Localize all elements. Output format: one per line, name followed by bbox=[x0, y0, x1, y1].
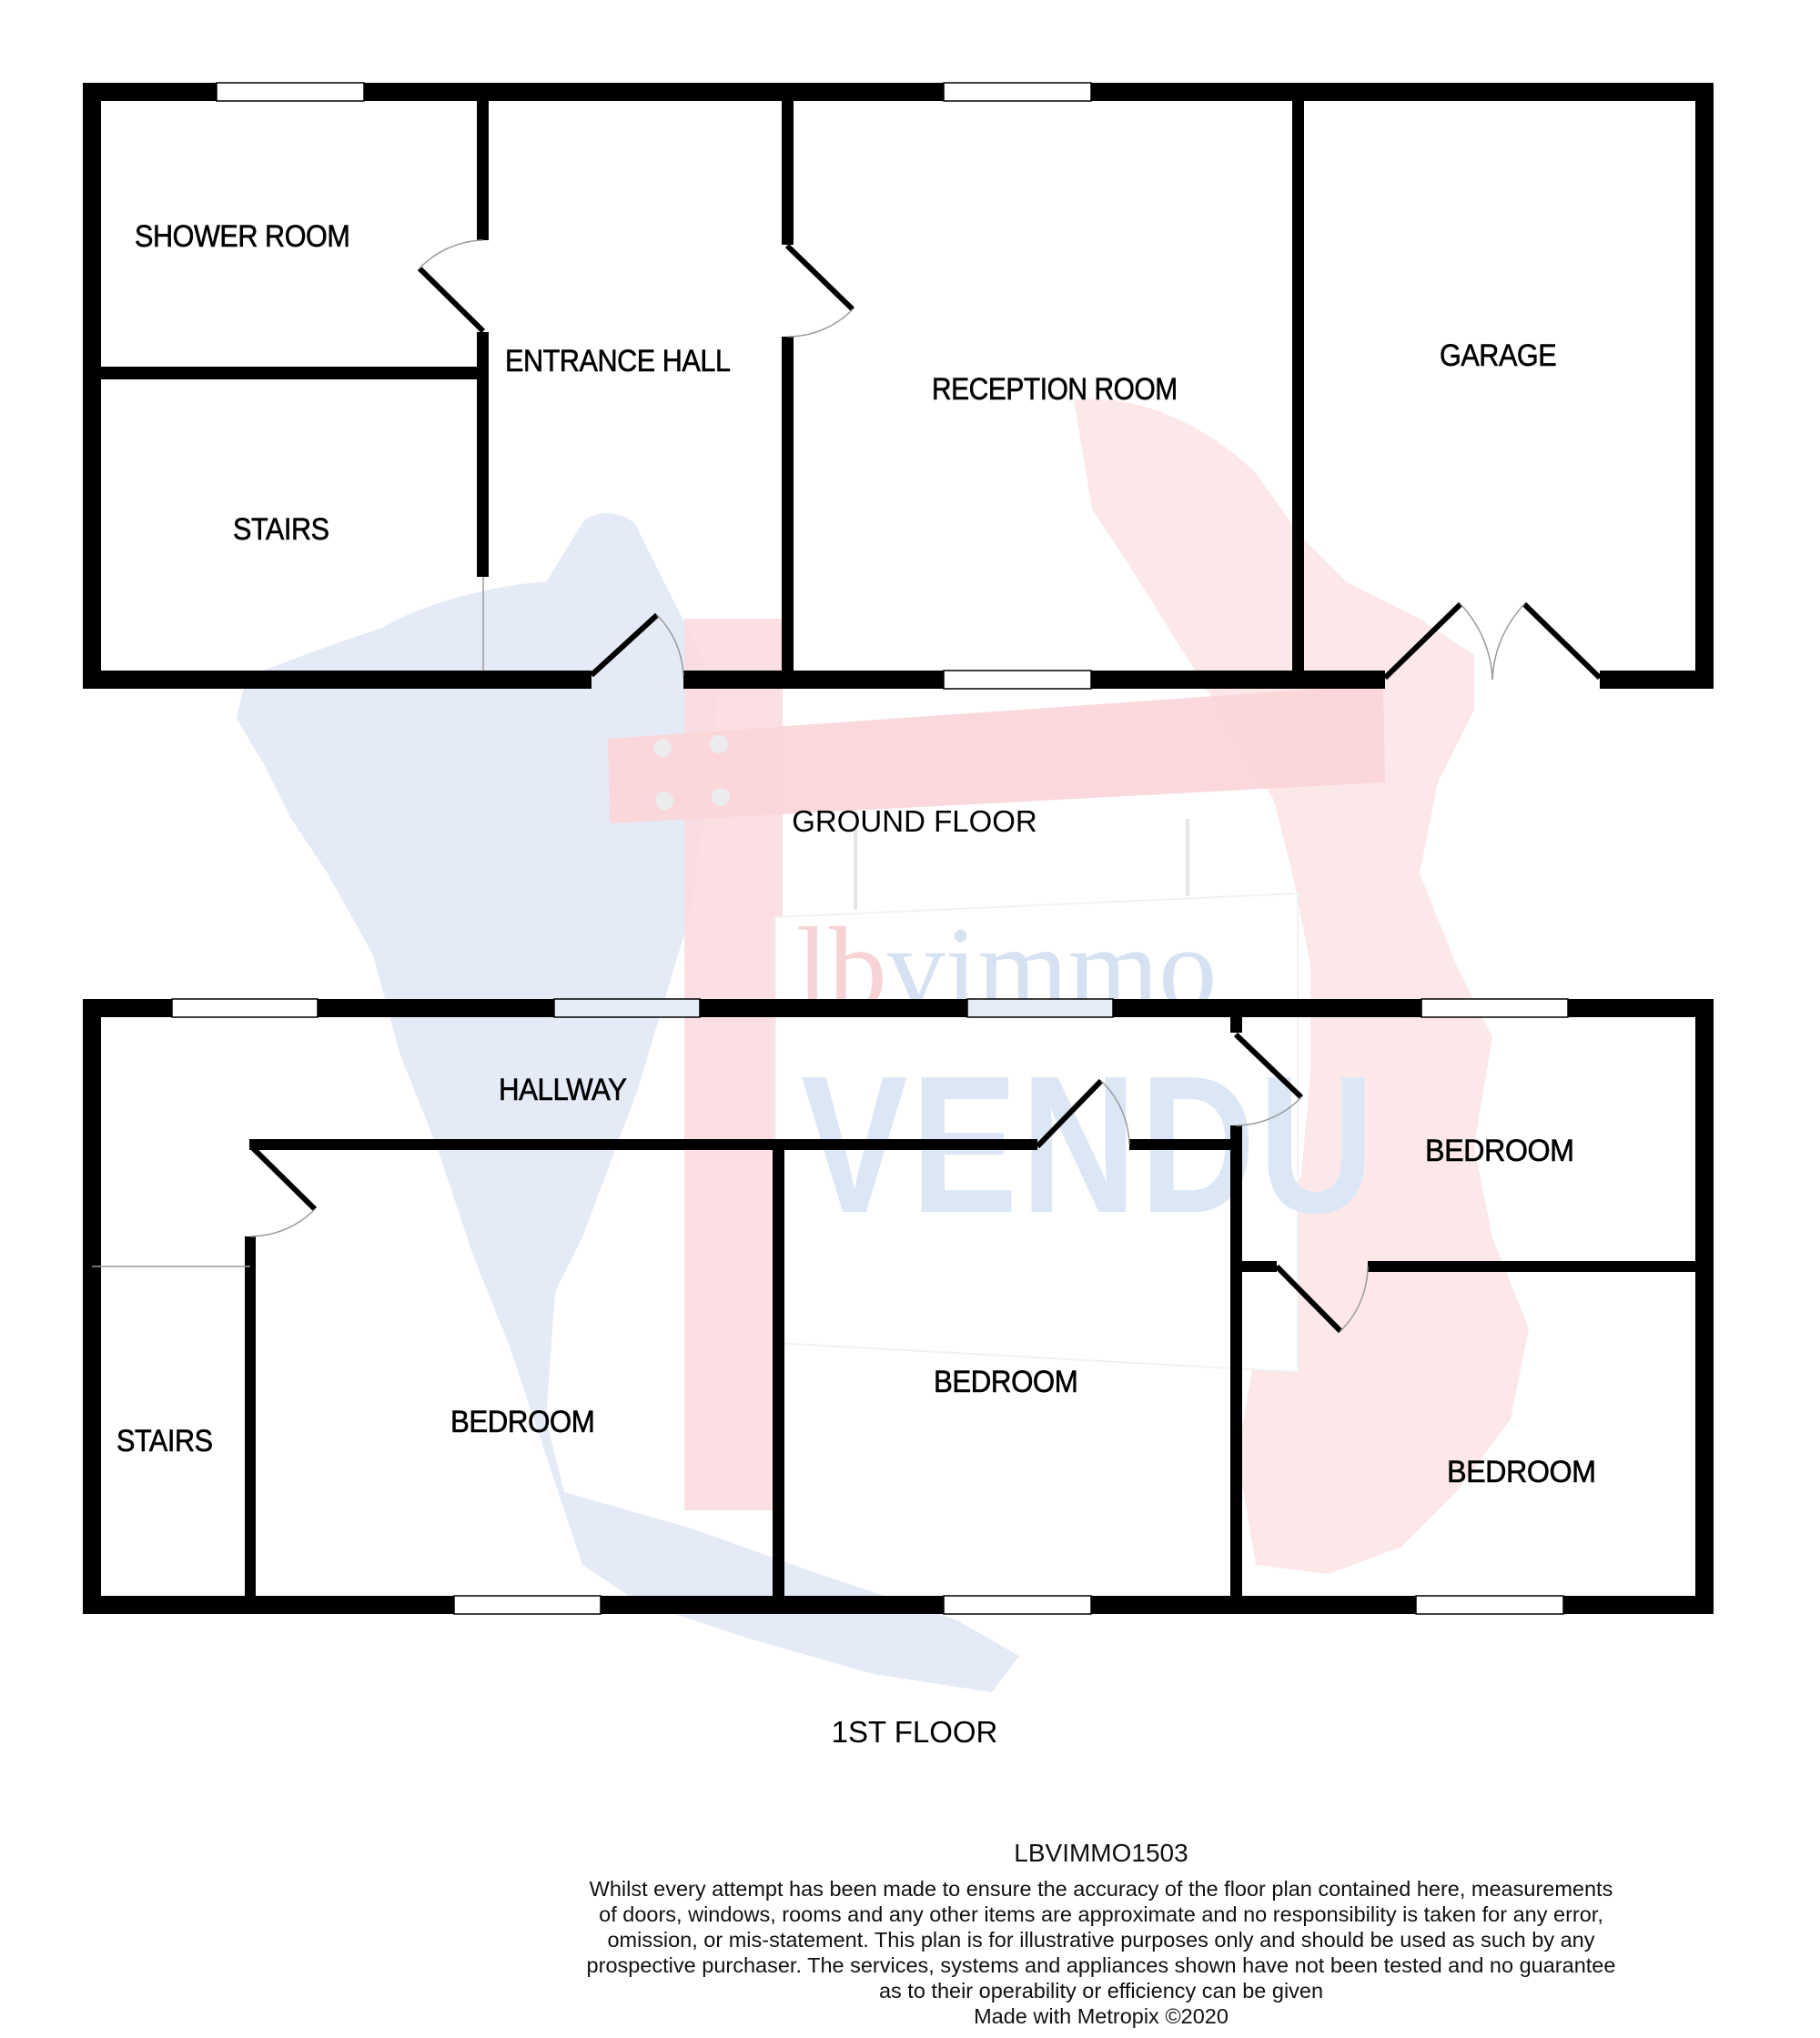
door-bedroom-lower-right bbox=[1274, 1264, 1369, 1334]
interior-wall bbox=[477, 101, 489, 240]
outer-wall-bottom bbox=[83, 671, 592, 689]
interior-wall bbox=[477, 332, 489, 577]
window bbox=[1421, 998, 1569, 1018]
france-map-watermark bbox=[237, 513, 1019, 1692]
interior-wall bbox=[1292, 101, 1304, 671]
outer-wall-left bbox=[83, 83, 101, 689]
window bbox=[216, 82, 365, 102]
ground-floor-plan bbox=[83, 82, 1714, 690]
room-label-entrance-hall: ENTRANCE HALL bbox=[505, 344, 732, 378]
room-label-stairs-first: STAIRS bbox=[116, 1424, 214, 1458]
screw-icon bbox=[655, 792, 673, 810]
door-shower-room bbox=[417, 239, 486, 334]
room-label-shower-room: SHOWER ROOM bbox=[135, 219, 350, 254]
door-bedroom-middle bbox=[1035, 1078, 1130, 1149]
outer-wall-left bbox=[83, 999, 101, 1614]
outer-wall-top bbox=[83, 83, 1714, 101]
screw-icon bbox=[710, 735, 728, 753]
window bbox=[966, 998, 1114, 1018]
disclaimer-line: prospective purchaser. The services, sys… bbox=[586, 1953, 1616, 1977]
disclaimer-line: of doors, windows, rooms and any other i… bbox=[599, 1902, 1603, 1926]
disclaimer-line: omission, or mis-statement. This plan is… bbox=[607, 1928, 1595, 1952]
interior-wall bbox=[1230, 1017, 1242, 1033]
window bbox=[943, 82, 1092, 102]
door-reception-room bbox=[784, 243, 855, 338]
window bbox=[553, 998, 701, 1018]
interior-wall bbox=[245, 1236, 256, 1596]
outer-wall-right bbox=[1695, 83, 1714, 689]
room-label-bedroom-lower-right: BEDROOM bbox=[1447, 1455, 1597, 1489]
outer-wall-top bbox=[83, 999, 1714, 1017]
room-label-stairs-ground: STAIRS bbox=[233, 512, 330, 547]
room-label-bedroom-middle: BEDROOM bbox=[934, 1365, 1078, 1399]
window bbox=[943, 670, 1092, 690]
door-bedroom-upper-right bbox=[1233, 1032, 1304, 1126]
france-map-watermark-east bbox=[1074, 399, 1529, 1574]
first-floor-title: 1ST FLOOR bbox=[831, 1715, 998, 1749]
interior-wall bbox=[101, 367, 483, 379]
door-garage-double bbox=[1382, 601, 1603, 681]
plan-reference: LBVIMMO1503 bbox=[1014, 1839, 1188, 1867]
window bbox=[453, 1595, 602, 1615]
window bbox=[1415, 1595, 1564, 1615]
disclaimer: Whilst every attempt has been made to en… bbox=[510, 1876, 1693, 2003]
screw-icon bbox=[712, 788, 730, 806]
disclaimer-line: Whilst every attempt has been made to en… bbox=[589, 1877, 1613, 1901]
interior-wall bbox=[1368, 1261, 1695, 1272]
interior-wall bbox=[1230, 1125, 1242, 1596]
interior-wall bbox=[1129, 1139, 1236, 1150]
metropix-credit: Made with Metropix ©2020 bbox=[974, 2004, 1228, 2028]
room-label-bedroom-left: BEDROOM bbox=[450, 1405, 595, 1439]
interior-wall bbox=[249, 1139, 1037, 1150]
outer-wall-bottom bbox=[1600, 671, 1714, 689]
interior-wall bbox=[782, 337, 794, 671]
door-front-entrance bbox=[589, 612, 684, 678]
room-label-reception-room: RECEPTION ROOM bbox=[932, 372, 1178, 407]
room-label-bedroom-upper-right: BEDROOM bbox=[1425, 1134, 1575, 1168]
screw-icon bbox=[653, 739, 672, 757]
outer-wall-right bbox=[1695, 999, 1714, 1614]
window bbox=[171, 998, 318, 1018]
room-label-garage: GARAGE bbox=[1440, 338, 1557, 373]
interior-wall bbox=[782, 101, 794, 245]
window bbox=[943, 1595, 1092, 1615]
interior-wall bbox=[1236, 1261, 1277, 1272]
interior-wall bbox=[773, 1150, 784, 1596]
room-label-hallway: HALLWAY bbox=[499, 1073, 627, 1107]
ground-floor-title: GROUND FLOOR bbox=[792, 804, 1037, 838]
disclaimer-line: as to their operability or efficiency ca… bbox=[878, 1979, 1324, 2003]
first-floor-plan bbox=[83, 998, 1714, 1615]
door-bedroom-left bbox=[248, 1144, 318, 1237]
sign-beam-watermark bbox=[608, 684, 1385, 823]
